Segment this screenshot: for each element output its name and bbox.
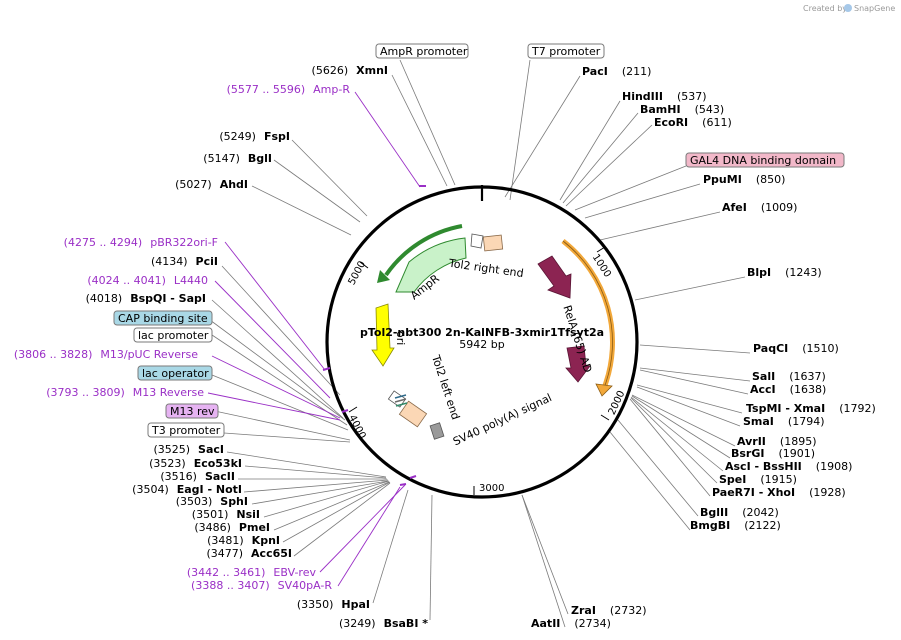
primer-label: (3793 .. 3809)M13 Reverse [46, 386, 204, 399]
site-right: SpeI(1915) [719, 473, 797, 486]
leader-lines [209, 59, 751, 628]
ampr-promoter-box [375, 43, 469, 59]
site-left: (3350)HpaI [297, 598, 370, 611]
ampr-promoter-label: AmpR promoter [380, 45, 468, 58]
primer-labels: (5577 .. 5596)Amp-R (4275 .. 4294)pBR322… [14, 83, 351, 592]
site-right: AscI - BssHII(1908) [725, 460, 852, 473]
plasmid-size: 5942 bp [459, 338, 504, 351]
snapgene-logo-icon [844, 4, 852, 12]
site-left: (3525)SacI [153, 443, 224, 456]
site-left: (3504)EagI - NotI [132, 483, 242, 496]
m13-rev-box [165, 403, 219, 419]
primer-label: (3806 .. 3828)M13/pUC Reverse [14, 348, 198, 361]
feature-boxes: AmpR promoter T7 promoter GAL4 DNA bindi… [113, 43, 845, 438]
site-left: (5027)AhdI [175, 178, 248, 191]
site-left: (3516)SacII [160, 470, 235, 483]
tol2-right-label: Tol2 right end [447, 257, 524, 280]
site-right: PpuMI(850) [703, 173, 785, 186]
site-right: ZraI(2732) [571, 604, 647, 617]
site-right: AfeI(1009) [722, 201, 797, 214]
t3-promoter-box [147, 422, 225, 438]
primer-label: (4024 .. 4041)L4440 [87, 274, 208, 287]
site-right: AvrII(1895) [737, 435, 816, 448]
primer-label: (5577 .. 5596)Amp-R [227, 83, 351, 96]
rela-arrow-1 [537, 255, 572, 299]
lac-operator-label: lac operator [142, 367, 209, 380]
tol2-right-small [470, 233, 484, 249]
sv40-label: SV40 poly(A) signal [451, 391, 554, 448]
ori-arrow [371, 303, 395, 367]
tol2-left-box [398, 400, 428, 428]
credit-text: Created by [803, 4, 847, 13]
site-right: AccI(1638) [750, 383, 826, 396]
rela-arrow-2 [565, 345, 591, 383]
primer-label: (3388 .. 3407)SV40pA-R [191, 579, 332, 592]
sv40-box [429, 422, 445, 440]
site-right: PaeR7I - XhoI(1928) [712, 486, 846, 499]
site-right: PacI(211) [582, 65, 651, 78]
site-left: (4134)PciI [151, 255, 218, 268]
m13-rev-label: M13 rev [170, 405, 215, 418]
ampr-outer-arc [384, 224, 463, 277]
tol2-left-small [387, 390, 407, 408]
site-left: (3486)PmeI [194, 521, 270, 534]
mcs-stripes [394, 394, 408, 407]
site-left: (3481)KpnI [207, 534, 280, 547]
gal4-box [685, 152, 845, 168]
cap-box-label: CAP binding site [118, 312, 208, 325]
lac-promoter-box [133, 327, 213, 343]
ori-label: ori [394, 331, 407, 345]
scale-ticks [348, 246, 610, 495]
site-right: BlpI(1243) [747, 266, 822, 279]
primer-marks [322, 185, 426, 486]
plasmid-name: pTol2-nbt300 2n-KalNFB-3xmir1Tfsyt2a [360, 326, 604, 339]
site-right: SmaI(1794) [743, 415, 824, 428]
left-sites: (5626)XmnI (5249)FspI (5147)BglI (5027)A… [86, 64, 429, 630]
site-left: (5249)FspI [219, 130, 290, 143]
site-right: HindIII(537) [622, 90, 707, 103]
site-right: BglII(2042) [700, 506, 779, 519]
site-right: SalI(1637) [752, 370, 826, 383]
primer-label: (4275 .. 4294)pBR322ori-F [64, 236, 218, 249]
site-left: (5626)XmnI [312, 64, 388, 77]
right-sites: PacI(211) HindIII(537) BamHI(543) EcoRI(… [531, 65, 876, 630]
gal4-arrow-head [595, 383, 613, 397]
site-left: (4018)BspQI - SapI [86, 292, 206, 305]
site-left: (5147)BglI [203, 152, 272, 165]
ampr-feature [395, 237, 467, 293]
site-right: BmgBI(2122) [690, 519, 781, 532]
site-right: PaqCI(1510) [753, 342, 839, 355]
tick-label-4000: 4000 [346, 413, 367, 441]
site-right: TspMI - XmaI(1792) [746, 402, 876, 415]
tick-label-3000: 3000 [479, 483, 504, 494]
site-left: (3503)SphI [176, 495, 248, 508]
t7-promoter-box [527, 43, 605, 59]
tol2-left-label: Tol2 left end [429, 353, 462, 422]
site-right: BamHI(543) [640, 103, 724, 116]
site-right: EcoRI(611) [654, 116, 732, 129]
t7-promoter-label: T7 promoter [531, 45, 601, 58]
cap-box [113, 310, 213, 326]
site-left: (3523)Eco53kI [149, 457, 242, 470]
t3-promoter-label: T3 promoter [151, 424, 221, 437]
tol2-right-box [482, 234, 504, 252]
primer-leaders [207, 91, 421, 587]
primer-label: (3442 .. 3461)EBV-rev [187, 566, 317, 579]
site-right: AatII(2734) [531, 617, 611, 630]
site-left: (3501)NsiI [192, 508, 260, 521]
site-left: (3249)BsaBI * [339, 617, 428, 630]
lac-promoter-label: lac promoter [138, 329, 209, 342]
brand-text: SnapGene [854, 4, 895, 13]
site-right: BsrGI(1901) [731, 447, 815, 460]
site-left: (3477)Acc65I [206, 547, 292, 560]
gal4-box-label: GAL4 DNA binding domain [690, 154, 836, 167]
lac-operator-box [137, 365, 213, 381]
